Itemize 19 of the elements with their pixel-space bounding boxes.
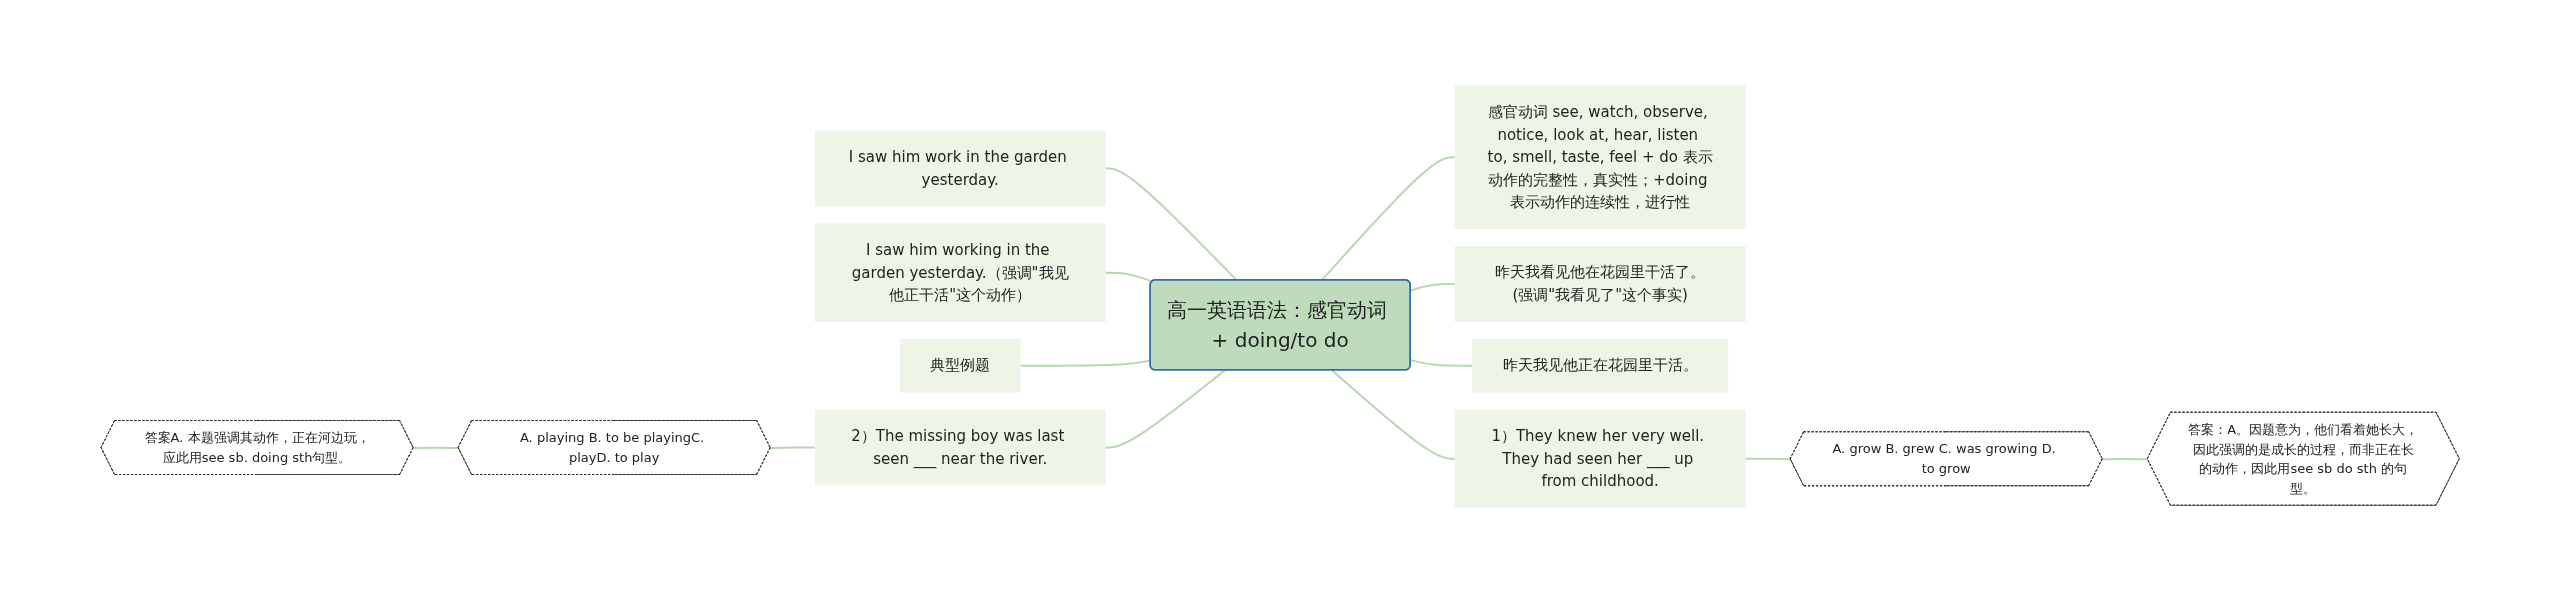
node-box: 2）The missing boy was last seen ___ near the river. — [814, 409, 1106, 486]
connector — [412, 446, 460, 450]
node-box: 感官动词 see, watch, observe, notice, look at, hear, listen to, smell, taste, feel + do 表示动作的完整性，真实性；+doing 表示动作的连续性，进行性 — [1454, 85, 1746, 230]
connector — [1104, 369, 1226, 449]
connector — [2101, 458, 2149, 461]
node-box: 昨天我见他正在花园里干活。 — [1472, 339, 1728, 393]
node-box: I saw him working in the garden yesterday.（强调"我见他正干活"这个动作） — [814, 223, 1106, 323]
connector — [1104, 272, 1154, 283]
node-box: 典型例题 — [899, 339, 1021, 393]
connector — [769, 446, 816, 450]
connector — [1330, 369, 1456, 460]
connector — [1409, 283, 1456, 292]
node-box: 1）They knew her very well. They had seen her ___ up from childhood. — [1454, 409, 1746, 509]
node-box: I saw him work in the garden yesterday. — [814, 130, 1106, 207]
connector — [1320, 156, 1456, 282]
connector — [1409, 359, 1474, 367]
node-box: 昨天我看见他在花园里干活了。(强调"我看见了"这个事实) — [1454, 246, 1746, 323]
connector — [1104, 167, 1238, 282]
connector — [1744, 458, 1792, 461]
